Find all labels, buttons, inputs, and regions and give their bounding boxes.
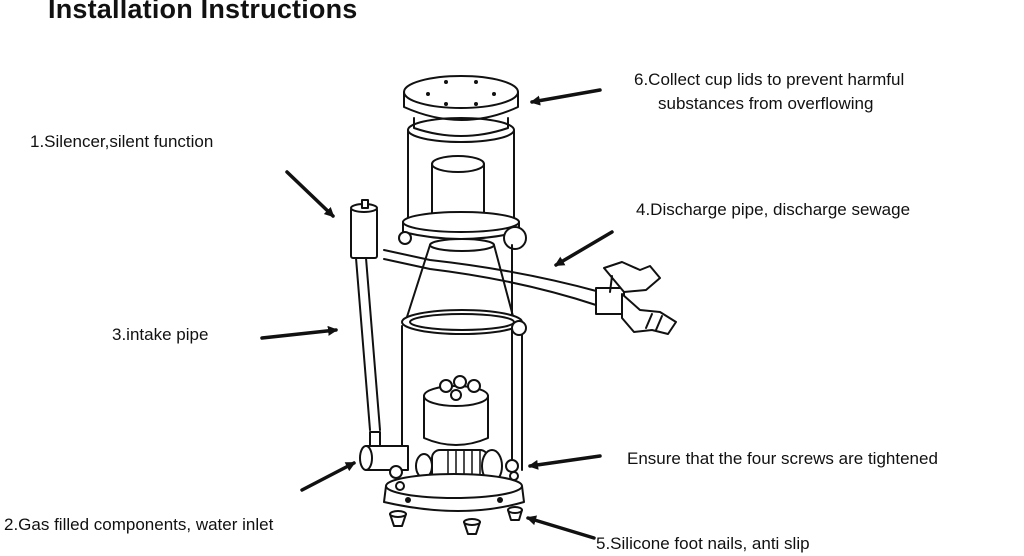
arrow-silencer: [285, 170, 335, 218]
label-cup-lid-line2: substances from overflowing: [658, 94, 874, 113]
arrow-discharge: [554, 230, 614, 267]
page-title: Installation Instructions: [48, 0, 358, 24]
label-intake-pipe: 3.intake pipe: [112, 325, 209, 344]
arrow-intake: [260, 325, 338, 340]
diffuser: [423, 375, 489, 446]
base-plate: [383, 459, 525, 512]
foot-nails: [389, 506, 523, 535]
label-gas-inlet: 2.Gas filled components, water inlet: [4, 515, 274, 534]
cup-lid: [403, 75, 519, 121]
label-cup-lid-line1: 6.Collect cup lids to prevent harmful: [634, 70, 905, 89]
air-inlet-fitting: [359, 431, 409, 471]
label-discharge-pipe: 4.Discharge pipe, discharge sewage: [636, 200, 911, 219]
reaction-cone: [405, 238, 515, 321]
arrow-screws: [528, 454, 602, 470]
intake-pipe: [355, 257, 381, 431]
label-foot-nails: 5.Silicone foot nails, anti slip: [596, 534, 810, 553]
pointer-arrows: [260, 88, 614, 540]
discharge-pipe: [383, 249, 677, 335]
arrow-foot: [526, 515, 596, 540]
label-screws: Ensure that the four screws are tightene…: [627, 449, 938, 468]
arrow-gas-inlet: [300, 461, 356, 492]
label-silencer: 1.Silencer,silent function: [30, 132, 214, 151]
arrow-cup-lid: [530, 88, 602, 106]
silencer: [350, 199, 378, 259]
collection-cup: [398, 117, 527, 250]
main-body: [401, 309, 527, 471]
